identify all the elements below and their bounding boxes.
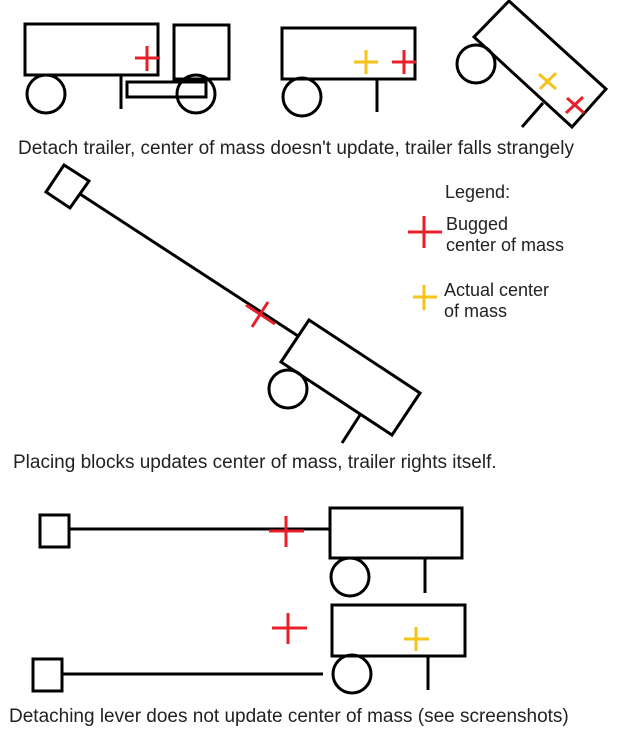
actual-com-marker	[404, 627, 429, 651]
trailer-body	[280, 26, 417, 81]
bugged-com-marker	[272, 613, 307, 644]
legend-bugged-marker	[408, 216, 442, 248]
legend-actual-marker	[413, 285, 437, 310]
tilted-trailer-with-lever	[43, 162, 423, 444]
bugged-com-marker	[245, 301, 276, 328]
trailer-wheel	[331, 653, 373, 695]
bugged-com-marker	[269, 516, 304, 547]
bugged-com-marker	[564, 95, 585, 115]
truck-chassis	[125, 80, 208, 99]
trailer-wheel	[267, 368, 309, 410]
bugged-com-marker	[135, 46, 160, 71]
trailer-body	[278, 317, 423, 438]
legend-bugged-label: Bugged center of mass	[446, 214, 564, 256]
trailer-body	[330, 603, 467, 658]
legend-title: Legend:	[445, 182, 511, 202]
legend-actual-label: Actual center of mass	[444, 280, 549, 322]
trailer-body	[23, 22, 160, 77]
fallen-trailer	[455, 0, 609, 130]
legend-bugged-line1: Bugged	[446, 214, 509, 234]
trailer-stand	[520, 102, 545, 128]
trailer-lever-detached	[31, 603, 467, 695]
caption-scene-2: Placing blocks updates center of mass, t…	[13, 452, 497, 473]
trailer-with-lever	[38, 506, 464, 598]
bugged-com-marker	[392, 50, 416, 74]
actual-com-marker	[538, 71, 558, 91]
legend-actual-line2: of mass	[444, 301, 508, 321]
legend-bugged-line2: center of mass	[446, 235, 565, 255]
caption-scene-3: Detaching lever does not update center o…	[9, 706, 569, 727]
trailer-stand	[340, 414, 362, 444]
lever-block	[43, 162, 92, 211]
trailer-wheel	[281, 76, 323, 118]
trailer-wheel	[329, 556, 371, 598]
trailer-body	[471, 0, 609, 130]
trailer-wheel	[25, 73, 67, 115]
truck-cab	[172, 23, 231, 81]
truck-with-trailer	[23, 22, 231, 115]
detached-trailer	[280, 26, 417, 118]
actual-com-marker	[354, 50, 378, 74]
trailer-body	[328, 506, 464, 560]
trailer-wheel	[455, 43, 497, 85]
caption-scene-1: Detach trailer, center of mass doesn't u…	[18, 138, 574, 159]
lever-block	[31, 657, 64, 693]
lever-arm	[79, 192, 299, 338]
lever-block	[38, 513, 71, 549]
legend-actual-line1: Actual center	[444, 280, 550, 300]
truck-wheel	[175, 73, 217, 115]
